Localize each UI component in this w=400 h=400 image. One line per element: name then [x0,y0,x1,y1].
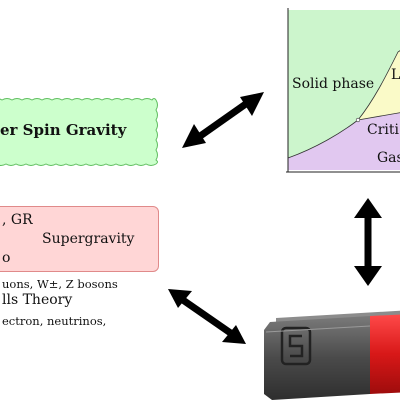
triple-point [355,117,361,123]
double-arrow-bottom [168,289,246,344]
theory-label: lls Theory [2,292,73,308]
solid-phase-label: Solid phase [292,76,375,92]
higher-spin-gravity-label: er Spin Gravity [0,121,127,139]
bar-magnet [264,310,400,400]
phase-diagram [286,8,400,173]
gravity-line3-label: o [2,250,11,266]
magnet-logo [280,326,312,366]
magnet-north-pole [370,314,400,394]
boundary-lines [287,50,400,159]
magnet-logo-mark [288,334,304,358]
double-arrow-top [182,92,264,148]
gravity-box [0,206,159,272]
liquid-phase-label: L [391,67,400,83]
gr-label: , GR [2,212,33,228]
solid-region [288,10,400,158]
higher-spin-gravity-outline [0,98,158,166]
fermions-label: ectron, neutrinos, [2,314,107,328]
gas-region [288,112,400,170]
supergravity-label: Supergravity [42,231,135,247]
double-arrow-right [354,198,382,286]
higher-spin-gravity-box [0,98,158,166]
bosons-label: uons, W±, Z bosons [2,277,118,291]
gas-phase-label: Gas [377,150,400,166]
liquid-region [358,50,400,120]
magnet-highlight [265,325,371,333]
critical-point-label: Criti [367,122,399,138]
